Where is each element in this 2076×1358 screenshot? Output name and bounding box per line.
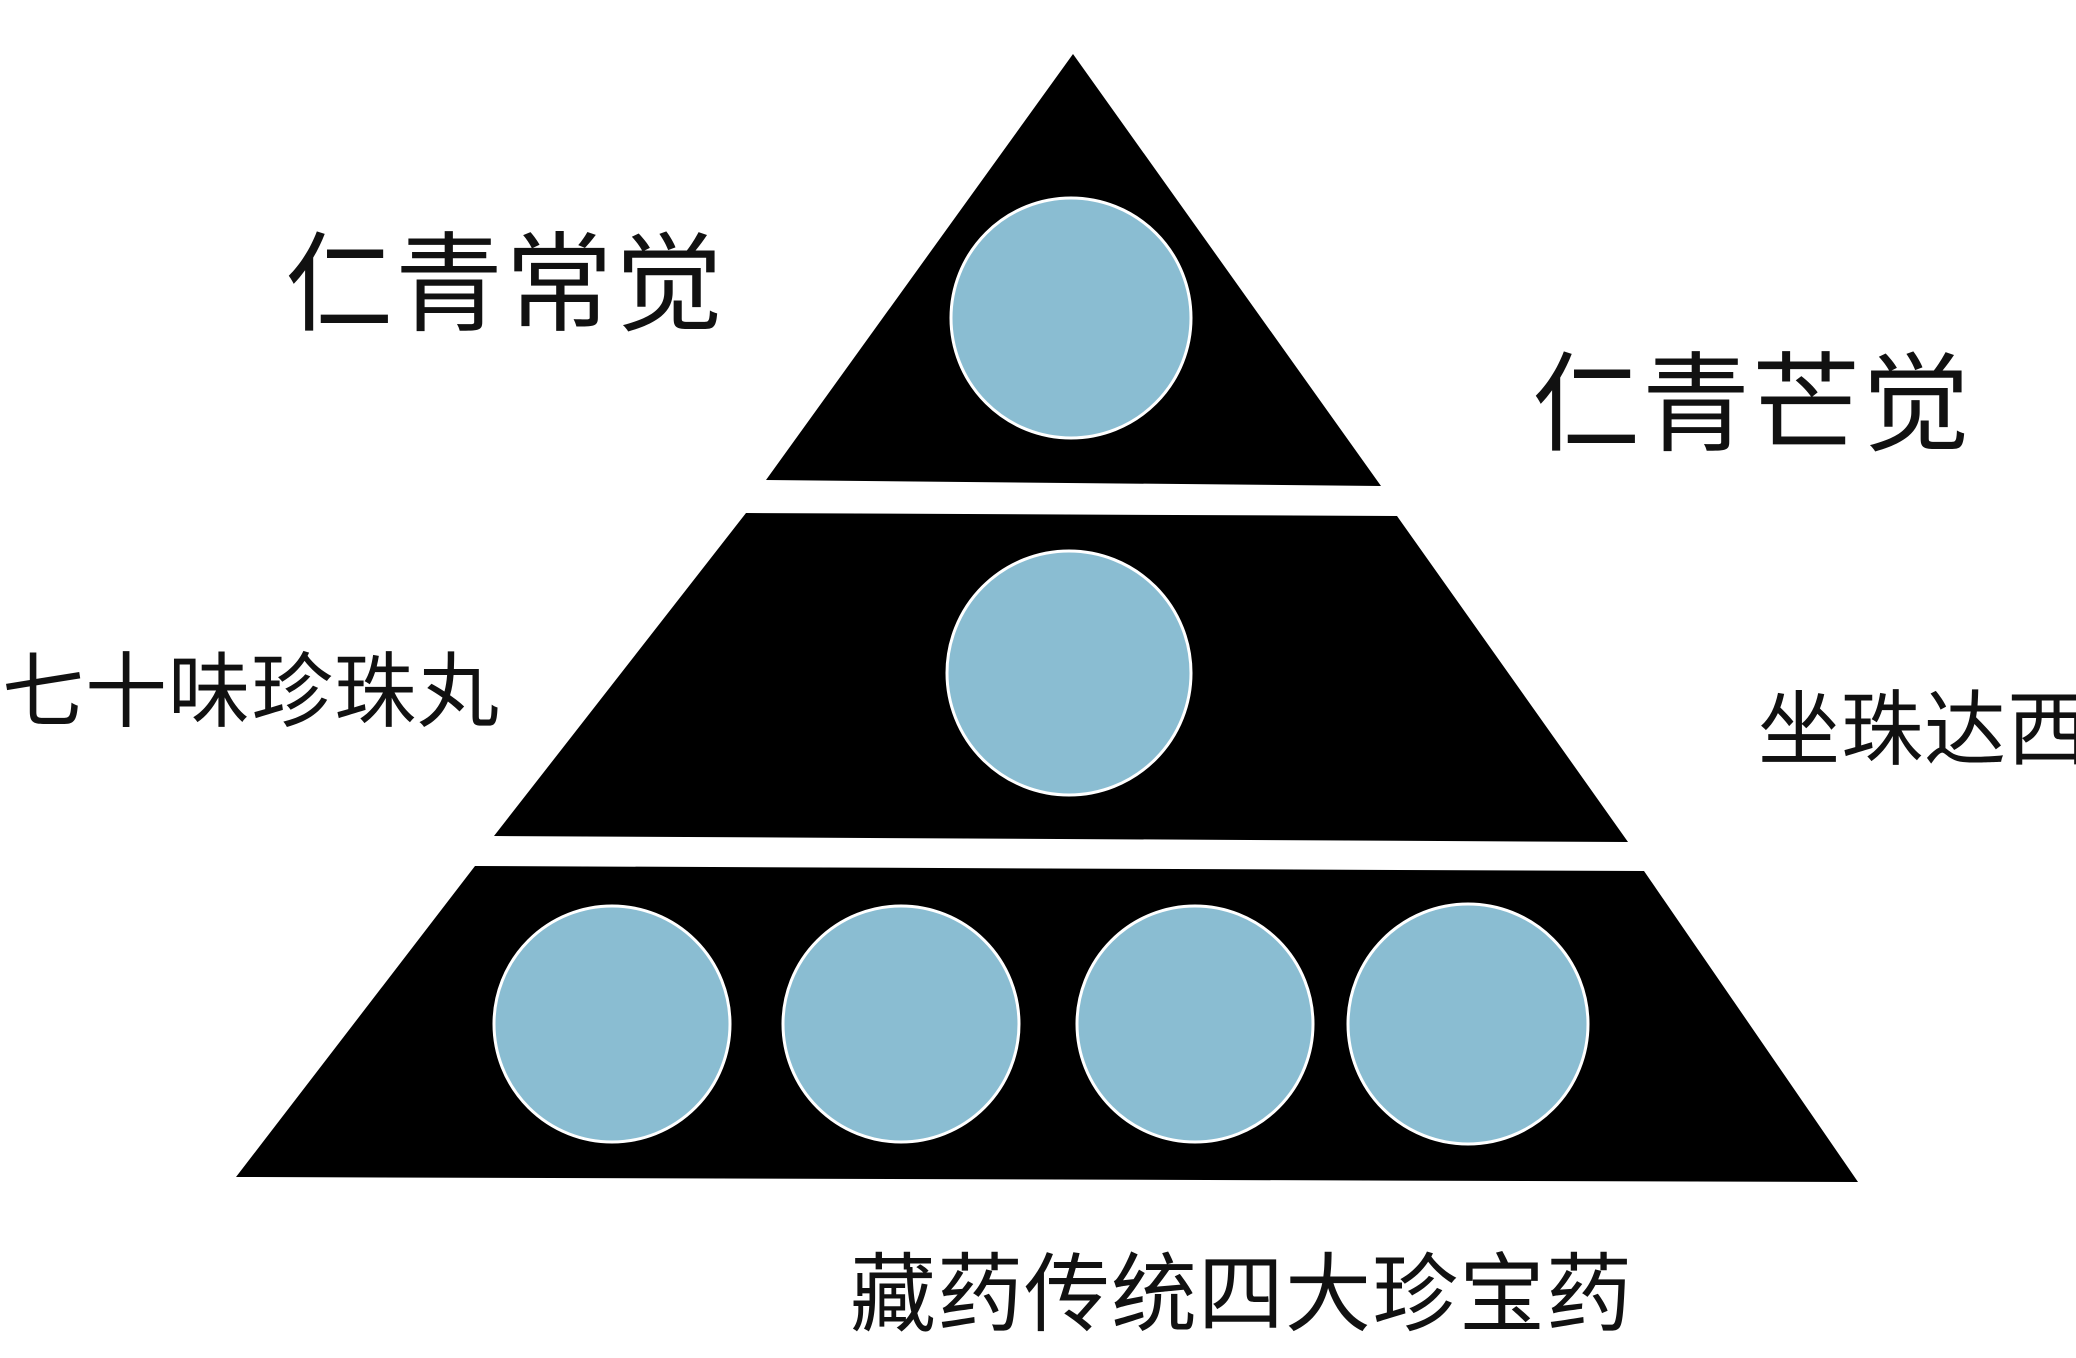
tier-bottom-circle-1 — [492, 904, 732, 1144]
label-bottom-caption: 藏药传统四大珍宝药 — [850, 1245, 1633, 1345]
label-top-left: 仁青常觉 — [285, 223, 726, 348]
tier-bottom-circle-2 — [781, 904, 1021, 1144]
tier-bottom-circle-4 — [1346, 902, 1590, 1146]
pyramid-tier-bottom — [236, 866, 1858, 1182]
label-middle-left: 七十味珍珠丸 — [2, 645, 501, 740]
tier-bottom-circle-3 — [1075, 904, 1315, 1144]
label-middle-right: 坐珠达西 — [1758, 683, 2076, 778]
tier-middle-circle — [945, 549, 1193, 797]
label-top-right: 仁青芒觉 — [1532, 343, 1973, 468]
tier-top-circle — [949, 196, 1193, 440]
